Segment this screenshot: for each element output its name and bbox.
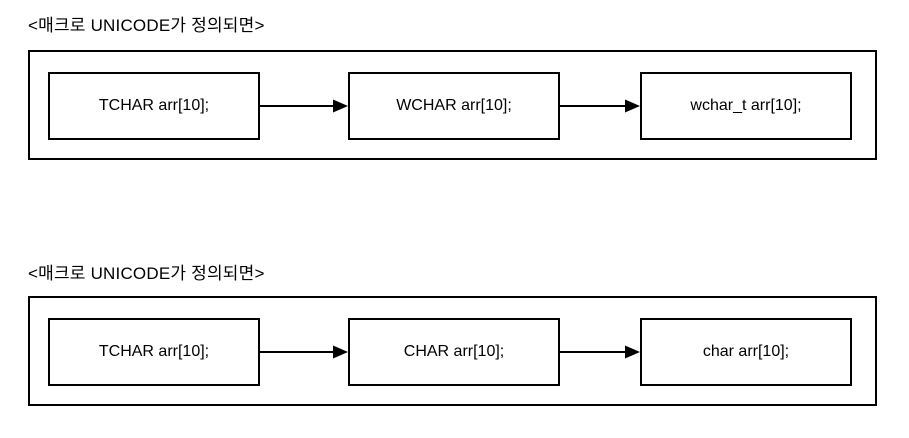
node-box: WCHAR arr[10]; — [348, 72, 560, 140]
node-label: wchar_t arr[10]; — [690, 97, 802, 114]
node-box: TCHAR arr[10]; — [48, 72, 260, 140]
flow-arrow-icon — [260, 344, 348, 360]
node-label: CHAR arr[10]; — [403, 343, 505, 360]
flow-arrow-icon — [560, 344, 640, 360]
section-title: <매크로 UNICODE가 정의되면> — [28, 264, 265, 283]
flow-arrow-icon — [260, 98, 348, 114]
node-box: wchar_t arr[10]; — [640, 72, 852, 140]
node-box: TCHAR arr[10]; — [48, 318, 260, 386]
section-title: <매크로 UNICODE가 정의되면> — [28, 16, 265, 35]
outer-frame: TCHAR arr[10]; WCHAR arr[10]; wchar_t ar… — [28, 50, 877, 160]
node-label: TCHAR arr[10]; — [98, 97, 210, 114]
node-box: char arr[10]; — [640, 318, 852, 386]
node-label: char arr[10]; — [702, 343, 790, 360]
outer-frame: TCHAR arr[10]; CHAR arr[10]; char arr[10… — [28, 296, 877, 406]
node-box: CHAR arr[10]; — [348, 318, 560, 386]
node-label: WCHAR arr[10]; — [396, 97, 512, 114]
flow-arrow-icon — [560, 98, 640, 114]
node-label: TCHAR arr[10]; — [98, 343, 210, 360]
